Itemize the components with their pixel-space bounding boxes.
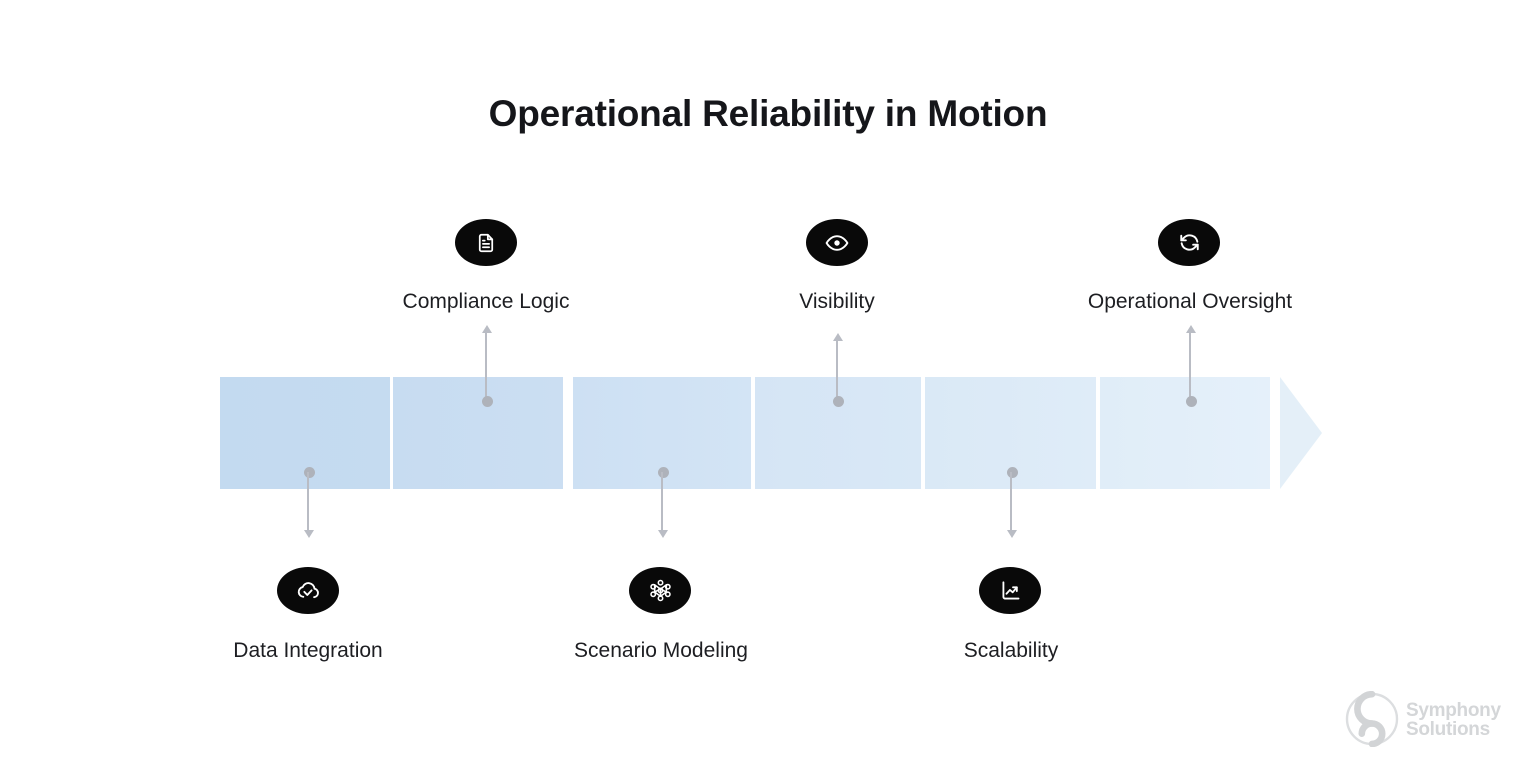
connector-arrow-compliance-logic: [481, 325, 492, 333]
node-label-scalability: Scalability: [963, 639, 1059, 662]
node-label-operational-oversight: Operational Oversight: [1087, 290, 1293, 313]
connector-line-data-integration: [307, 472, 309, 530]
connector-dot-scalability: [1006, 467, 1018, 478]
node-label-compliance-logic: Compliance Logic: [402, 290, 570, 313]
node-badge-data-integration[interactable]: [277, 567, 339, 614]
connector-arrow-scalability: [1006, 530, 1017, 538]
cloud-check-icon: [296, 579, 320, 603]
node-label-visibility: Visibility: [799, 290, 875, 313]
node-badge-scalability[interactable]: [979, 567, 1041, 614]
node-badge-scenario-modeling[interactable]: [629, 567, 691, 614]
node-badge-compliance-logic[interactable]: [455, 219, 517, 266]
connector-line-compliance-logic: [485, 332, 487, 400]
document-icon: [475, 232, 497, 254]
connector-line-visibility: [836, 340, 838, 400]
connector-dot-visibility: [832, 396, 844, 407]
bar-arrowhead: [1280, 377, 1322, 489]
page-title: Operational Reliability in Motion: [488, 93, 1048, 134]
brand-logo-line2: Solutions: [1406, 719, 1490, 740]
connector-line-scenario-modeling: [661, 472, 663, 530]
bar-segment-4: [755, 377, 921, 489]
brand-logo-line1: Symphony: [1406, 700, 1501, 722]
bar-segment-2: [393, 377, 563, 489]
network-nodes-icon: [648, 578, 673, 603]
symphony-swirl-icon: [1344, 690, 1400, 752]
connector-dot-scenario-modeling: [657, 467, 669, 478]
node-badge-operational-oversight[interactable]: [1158, 219, 1220, 266]
connector-line-scalability: [1010, 472, 1012, 530]
node-badge-visibility[interactable]: [806, 219, 868, 266]
brand-logo-text: Symphony Solutions: [1406, 702, 1501, 739]
node-label-data-integration: Data Integration: [233, 639, 383, 662]
process-arrow-bar: [220, 377, 1322, 489]
connector-dot-compliance-logic: [481, 396, 493, 407]
connector-arrow-operational-oversight: [1185, 325, 1196, 333]
refresh-icon: [1178, 231, 1201, 254]
connector-dot-operational-oversight: [1185, 396, 1197, 407]
eye-icon: [825, 231, 849, 255]
node-label-scenario-modeling: Scenario Modeling: [574, 639, 748, 662]
brand-logo: Symphony Solutions: [1344, 690, 1514, 752]
connector-arrow-data-integration: [303, 530, 314, 538]
growth-chart-icon: [999, 579, 1022, 602]
connector-arrow-visibility: [832, 333, 843, 341]
connector-dot-data-integration: [303, 467, 315, 478]
connector-arrow-scenario-modeling: [657, 530, 668, 538]
bar-segment-6: [1100, 377, 1270, 489]
connector-line-operational-oversight: [1189, 332, 1191, 400]
